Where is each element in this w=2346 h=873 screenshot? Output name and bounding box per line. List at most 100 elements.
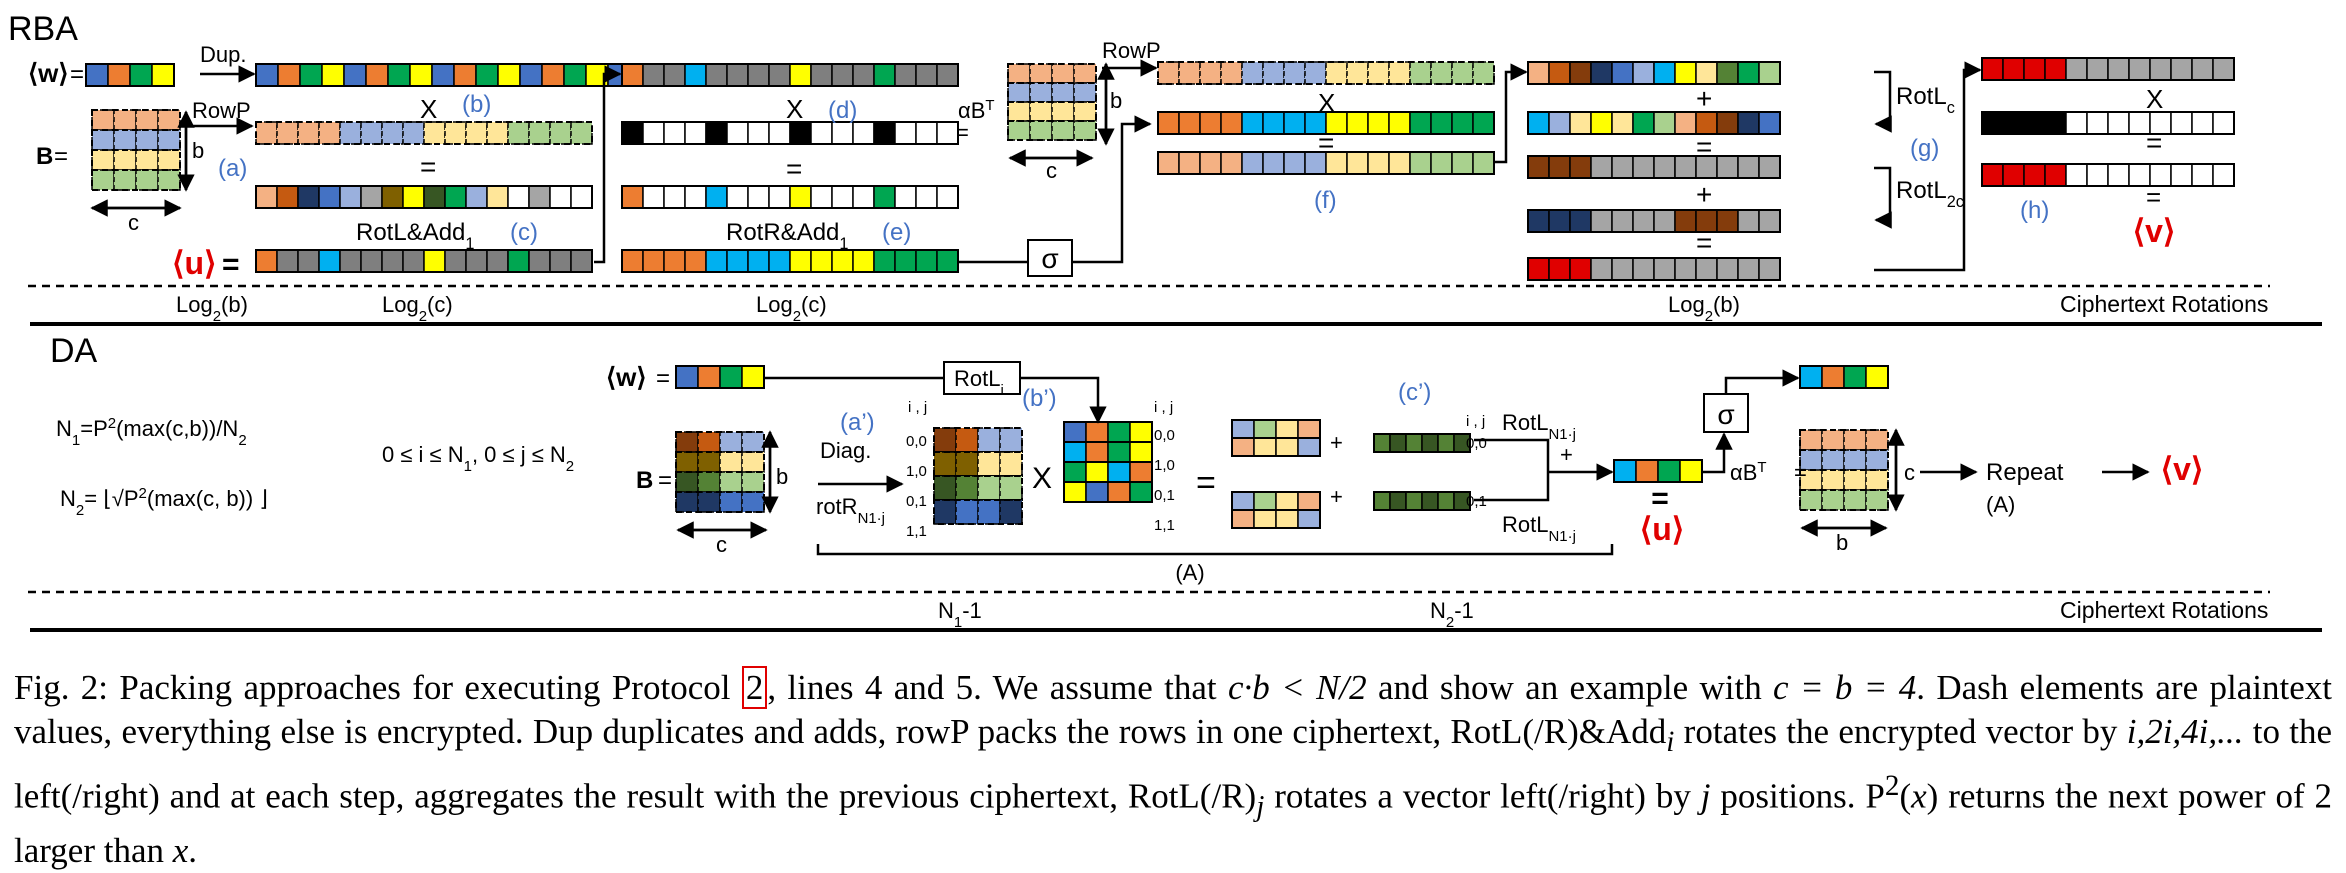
rba-rotr-add-label: RotR&Add1 [726,219,848,253]
da-index-head-2: i , j [1154,399,1173,416]
rba-sigma: σ [1041,243,1058,274]
da-index-head-1: i , j [908,399,927,416]
rba-u-eq: = [222,248,240,281]
protocol-ref-link[interactable]: 2 [741,666,768,709]
rba-product-row-1 [255,185,593,209]
da-B-matrix-row-1 [675,451,765,473]
rba-rotl-2c: RotL2c [1896,177,1964,211]
da-B-label: B [636,467,653,494]
rba-alpha-dim-b: b [1110,88,1122,113]
rba-dim-b: b [192,138,204,163]
da-sigma-out [1724,369,1800,394]
rba-plus-1: + [1696,83,1712,114]
rba-alphaB-matrix-row-2 [1007,101,1097,122]
da-rotli: RotLi [954,366,1004,399]
da-section-label: DA [50,332,98,370]
rba-rot-4: Log2(b) [1668,292,1740,325]
da-prod-bot-row-1 [1231,509,1321,529]
da-c-idx-2: 0,1 [1466,493,1487,510]
da-rotln-line-1 [1474,438,1550,472]
rba-dup-label: Dup. [200,42,246,67]
da-rot-2: N2-1 [1430,598,1474,631]
rba-alpha-eq: = [956,120,969,145]
da-step-b: (b’) [1022,385,1057,412]
rba-B-matrix-row-1 [91,129,181,151]
rba-alphaB-matrix-row-3 [1007,120,1097,141]
rba-ciphertext-rotations: Ciphertext Rotations [2060,291,2268,317]
da-prod-top-row-1 [1231,437,1321,457]
da-alphaB-matrix-row-2 [1799,469,1889,491]
da-step-a: (a’) [840,409,875,436]
da-alpha-bt: αBT [1730,459,1767,486]
da-rot-matrix-row-2 [1063,461,1153,483]
da-index-right-2: 0,1 [1154,487,1175,504]
da-index-left-3: 1,1 [906,523,927,540]
da-w-eq: = [656,365,670,392]
rba-times-b: X [420,94,437,124]
da-u-label: ⟨u⟩ [1640,511,1685,547]
rba-step-b: (b) [462,91,491,118]
rba-eq-1: = [420,151,436,182]
da-repeat: Repeat [1986,459,2064,486]
packing-diagram: RBA⟨w⟩=Dup.X(b)B=bcRowP(a)=RotL&Add1(c)⟨… [8,10,2322,632]
da-diag-matrix-row-3 [933,499,1023,525]
rba-B-label: B [36,143,53,170]
da-alphaB-matrix-row-3 [1799,489,1889,511]
rba-alpha-dim-c: c [1046,158,1057,183]
da-diag: Diag. [820,438,871,463]
da-index-range: 0 ≤ i ≤ N1, 0 ≤ j ≤ N2 [382,442,574,475]
da-diag-matrix-row-2 [933,475,1023,501]
rba-col4-row-1 [1527,61,1781,85]
da-sigma-vector [1799,365,1889,389]
rba-col4-row-2 [1527,111,1781,135]
rba-alphaB-matrix-row-0 [1007,63,1097,84]
da-dim-b: b [776,464,788,489]
da-prod-plus-1: + [1330,430,1343,455]
da-brace [816,544,1614,556]
rba-rot-2: Log2(c) [382,292,453,325]
da-prod-top-row-0 [1231,419,1321,439]
rba-eq-4: = [1696,131,1712,162]
da-w-vector [675,365,765,389]
rba-rowp-label-1: RowP [192,98,251,123]
rba-step-d: (d) [828,97,857,124]
rba-plus-2: + [1696,179,1712,210]
da-c-head: i , j [1466,413,1485,430]
rba-w-label: ⟨w⟩ [28,58,69,88]
rba-col2-mask [621,121,959,145]
da-alpha-eq: = [1794,460,1807,485]
figure-caption: Fig. 2: Packing approaches for executing… [14,666,2333,870]
rba-v-label: ⟨v⟩ [2133,213,2176,249]
rba-col5-row-1 [1981,57,2235,81]
da-rot-matrix-row-3 [1063,481,1153,503]
da-index-right-1: 1,0 [1154,457,1175,474]
rba-col2-product [621,185,959,209]
da-alpha-dim-c: c [1904,460,1915,485]
rba-B-matrix-row-2 [91,149,181,171]
da-alpha-dim-b: b [1836,530,1848,555]
rba-rotlc-arrow [1874,70,1892,133]
da-prod-plus-2: + [1330,484,1343,509]
da-rot-matrix-row-0 [1063,421,1153,443]
rba-eq-7: = [2146,182,2161,212]
da-index-right-3: 1,1 [1154,517,1175,534]
rba-col2-result [621,249,959,273]
rba-dim-c: c [128,210,139,235]
rba-B-matrix-row-3 [91,169,181,191]
da-sigma-box [1703,393,1749,433]
rba-eq-3: = [1318,127,1334,158]
rba-step-f: (f) [1314,187,1337,214]
rba-col3-to-col4 [1494,63,1528,164]
rba-col3-enc [1157,111,1495,135]
rba-col4-row-3 [1527,155,1781,179]
da-c-idx-1: 0,0 [1466,435,1487,452]
da-alphaB-matrix-row-1 [1799,449,1889,471]
rba-B-eq: = [54,143,68,170]
da-w-label: ⟨w⟩ [606,362,647,392]
rba-times-f: X [1318,88,1335,118]
rba-plain-row-1 [255,121,593,145]
da-diag-matrix-row-0 [933,427,1023,453]
da-rotln-line-2 [1474,472,1550,502]
da-index-left-1: 1,0 [906,463,927,480]
da-ciphertext-rotations: Ciphertext Rotations [2060,597,2268,623]
